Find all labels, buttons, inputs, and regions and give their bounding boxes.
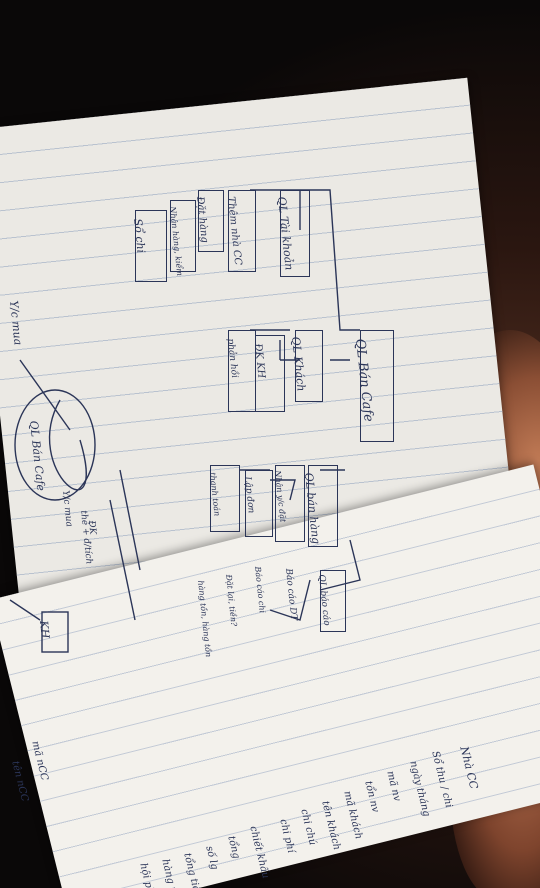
context-right: KH bbox=[37, 620, 52, 640]
box-root bbox=[360, 330, 394, 442]
box-lap-don bbox=[245, 470, 273, 537]
box-nhan-hang bbox=[170, 200, 196, 272]
box-so-chi bbox=[135, 210, 167, 282]
box-phan-hoi bbox=[228, 330, 256, 412]
box-dat-hang bbox=[198, 190, 224, 252]
box-them-nhacc bbox=[228, 190, 256, 272]
box-nhan-yc bbox=[275, 465, 305, 542]
box-ql-baocao bbox=[320, 570, 346, 632]
box-ql-banhang bbox=[308, 465, 338, 547]
box-ql-khach bbox=[295, 330, 323, 402]
context-arrow-3: ĐK bbox=[86, 520, 98, 535]
box-ql-taikhoan bbox=[280, 190, 310, 277]
box-thanh-toan bbox=[210, 465, 240, 532]
